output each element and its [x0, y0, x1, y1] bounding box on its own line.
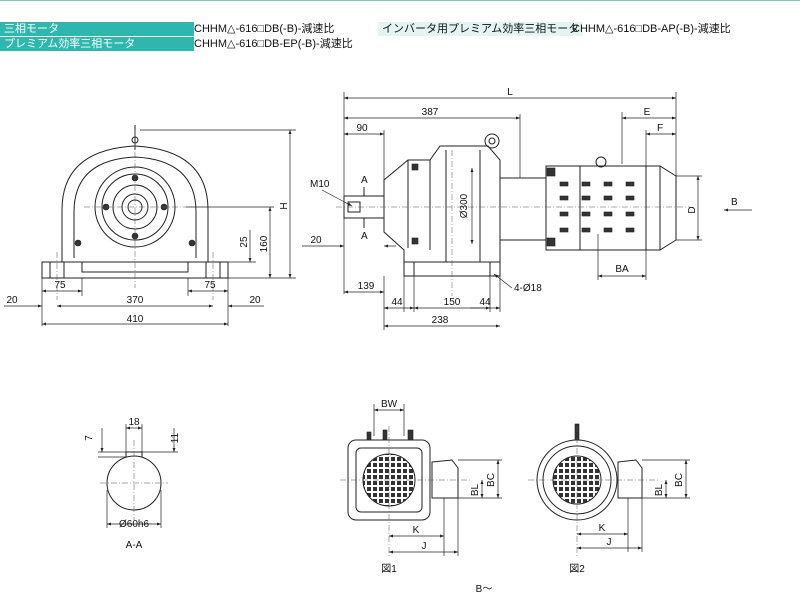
dim-44-right: 44 — [479, 297, 491, 308]
fig1-caption: 図1 — [381, 563, 397, 575]
front-view: H 160 25 75 75 370 20 20 410 — [4, 125, 296, 326]
dim-shaft: Ø60h6 — [119, 519, 149, 530]
dim-44-left: 44 — [391, 297, 403, 308]
row1-tag: 三相モータ — [0, 22, 194, 36]
fig1-dim-BW: BW — [381, 399, 398, 410]
fig1: BW BC BL K J 図1 — [340, 399, 502, 575]
dim-H: H — [279, 202, 290, 209]
fig1-dim-BC: BC — [486, 473, 497, 487]
dim-L: L — [507, 87, 513, 98]
dim-dia300: Ø300 — [459, 193, 470, 218]
dim-139: 139 — [358, 281, 375, 292]
label-A-bottom: A — [361, 231, 368, 242]
fig1-dim-BL: BL — [470, 483, 481, 496]
dim-238: 238 — [432, 315, 449, 326]
dim-F: F — [657, 123, 663, 134]
side-view: L 387 E 90 F M10 A A Ø300 D B — [302, 87, 752, 330]
label-B: B — [731, 197, 738, 208]
row1-model: CHHM△-616□DB(-B)-減速比 — [194, 23, 335, 35]
fig2-dim-BL: BL — [654, 483, 665, 496]
dim-20-right: 20 — [249, 295, 261, 306]
dim-20: 20 — [310, 235, 322, 246]
dim-150: 150 — [444, 297, 461, 308]
dim-E: E — [644, 107, 651, 118]
dim-387: 387 — [422, 107, 439, 118]
row2-tag: プレミアム効率三相モータ — [0, 37, 194, 51]
fig2-dim-J: J — [607, 537, 612, 548]
section-aa: 18 7 11 Ø60h6 A-A — [84, 417, 181, 551]
section-caption: A-A — [126, 540, 143, 551]
dim-410: 410 — [127, 314, 144, 325]
fig1-dim-K: K — [413, 525, 420, 536]
fig2-dim-BC: BC — [674, 473, 685, 487]
fig2-dim-K: K — [599, 523, 606, 534]
dim-18: 18 — [128, 417, 140, 428]
fig1-dim-J: J — [422, 541, 427, 552]
dim-90: 90 — [356, 123, 368, 134]
row1-model2: CHHM△-616□DB-AP(-B)-減速比 — [572, 23, 731, 35]
view-caption: B〜 — [476, 584, 493, 595]
motor-adapter — [499, 177, 547, 241]
dim-7: 7 — [84, 435, 95, 441]
fig2: BC BL K J 図2 — [528, 423, 690, 575]
dim-75-right: 75 — [204, 280, 216, 291]
dim-160: 160 — [259, 235, 270, 252]
header-rule — [0, 0, 800, 1]
dim-BA: BA — [615, 264, 629, 275]
motor-body — [545, 165, 677, 251]
hole-label: 4-Ø18 — [514, 283, 542, 294]
fig2-terminal-box — [617, 459, 643, 499]
gear-housing — [383, 145, 501, 263]
dim-75-left: 75 — [54, 280, 66, 291]
dim-D: D — [687, 206, 698, 213]
fig2-caption: 図2 — [569, 563, 585, 575]
row2-model: CHHM△-616□DB-EP(-B)-減速比 — [194, 38, 353, 50]
dim-20-left: 20 — [6, 295, 18, 306]
row1-tag2: インバータ用プレミアム効率三相モータ — [378, 22, 584, 36]
dim-370: 370 — [127, 295, 144, 306]
label-M10: M10 — [310, 179, 330, 190]
label-A-top: A — [361, 175, 368, 186]
fig1-terminal-box — [431, 459, 459, 499]
dim-11: 11 — [170, 432, 181, 443]
dim-25: 25 — [239, 236, 250, 248]
